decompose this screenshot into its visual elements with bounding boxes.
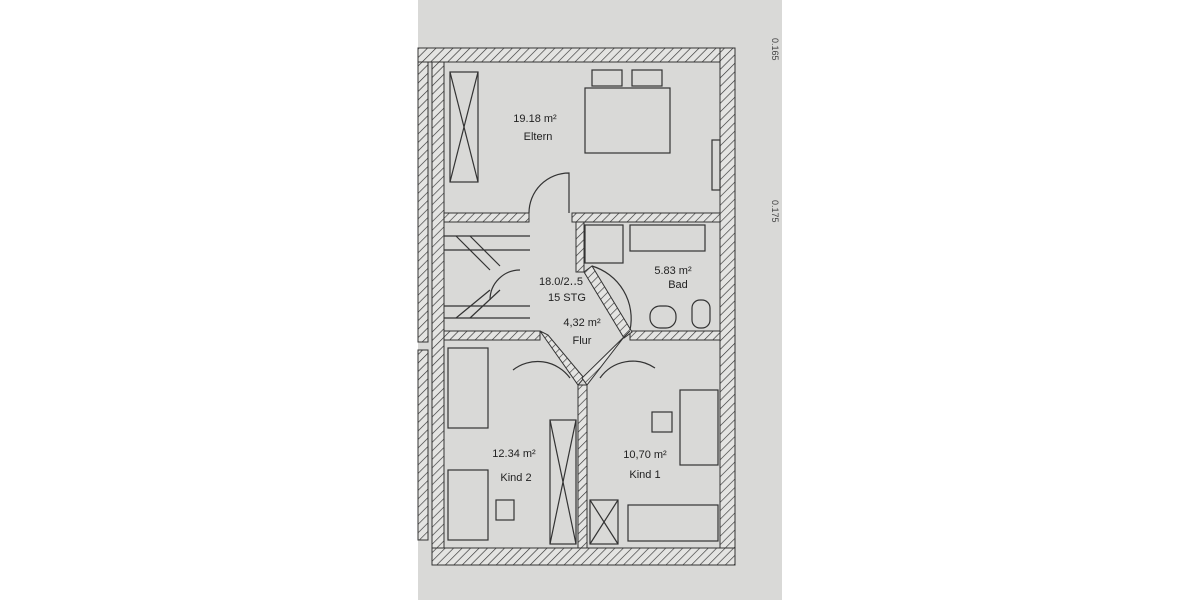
room-kind-2: 12.34 m² Kind 2 [492,448,536,484]
room-name: Bad [668,279,688,291]
room-area: 5.83 m² [654,265,692,277]
furniture [444,69,721,545]
room-area: 12.34 m² [492,448,536,460]
room-area: 19.18 m² [513,113,557,125]
room-name: Eltern [524,131,553,143]
room-area: 4,32 m² [563,317,601,329]
room-kind-1: 10,70 m² Kind 1 [623,449,667,481]
margin-dimension: 0.165 [770,38,780,61]
room-area: 10,70 m² [623,449,667,461]
room-flur: 4,32 m² Flur [563,317,601,347]
room-eltern: 19.18 m² Eltern [513,113,557,143]
room-name: Kind 2 [500,472,531,484]
room-name: Kind 1 [629,469,660,481]
room-bad: 5.83 m² Bad [654,265,692,291]
margin-dimension: 0.175 [770,200,780,223]
room-name: Flur [573,335,592,347]
walls [417,47,736,566]
stair-dimension: 18.0/2‥5 [539,276,583,288]
stair-steps: 15 STG [548,292,586,304]
staircase-icon [444,235,530,319]
